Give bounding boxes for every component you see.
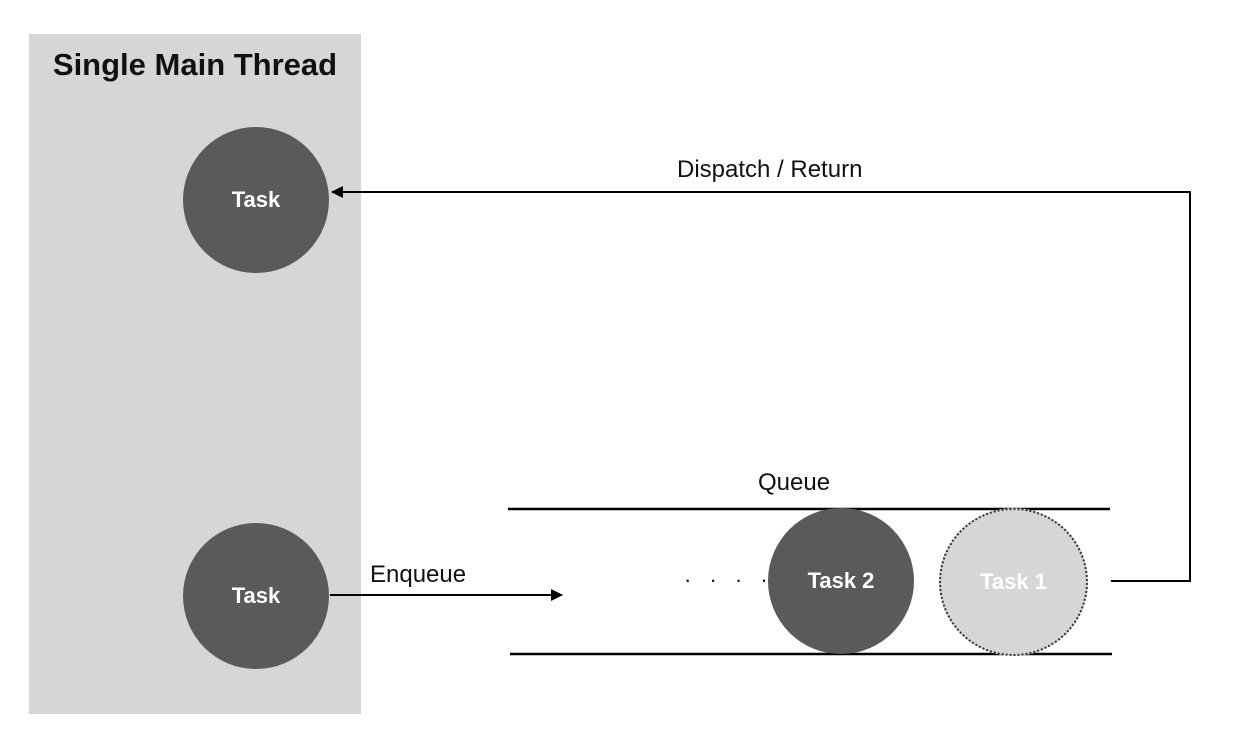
thread-task-top: Task	[183, 127, 329, 273]
queue-task-2: Task 2	[768, 508, 914, 654]
enqueue-label: Enqueue	[370, 561, 467, 588]
dispatch-arrow	[331, 186, 1191, 582]
thread-task-top-label: Task	[231, 187, 281, 212]
queue-task-1-label: Task 1	[980, 569, 1047, 594]
queue-ellipsis: · · · · ·	[684, 567, 800, 592]
queue-label: Queue	[758, 469, 831, 496]
main-thread-title: Single Main Thread	[52, 47, 338, 82]
dispatch-label: Dispatch / Return	[677, 156, 863, 183]
thread-task-bottom-label: Task	[231, 583, 281, 608]
queue-task-1: Task 1	[939, 508, 1088, 656]
thread-task-bottom: Task	[183, 523, 329, 669]
queue-task-2-label: Task 2	[807, 568, 875, 593]
